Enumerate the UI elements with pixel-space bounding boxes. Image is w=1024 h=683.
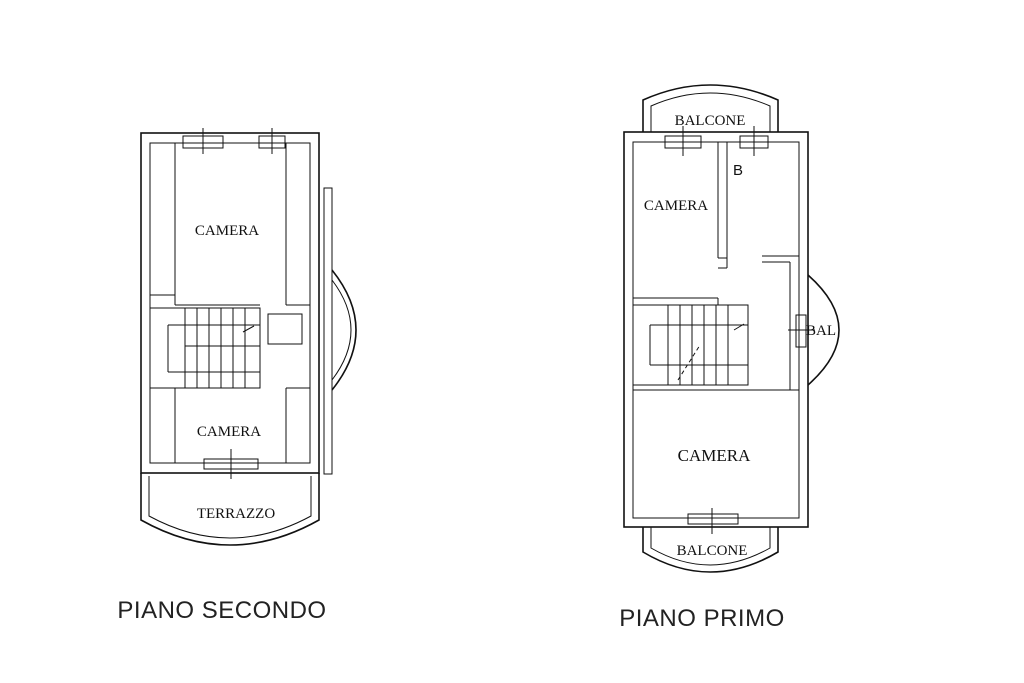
room-balcone-top: BALCONE — [675, 113, 746, 129]
staircase-primo — [632, 297, 749, 386]
side-arc-secondo — [331, 269, 357, 391]
room-terrazzo: TERRAZZO — [197, 506, 275, 522]
room-camera-bottom-secondo: CAMERA — [197, 424, 261, 440]
bal-side-outline — [807, 274, 840, 386]
shaft-secondo — [267, 313, 303, 345]
room-camera-top-secondo: CAMERA — [195, 223, 259, 239]
terrazzo-outline — [140, 473, 320, 546]
room-bagno: B — [733, 162, 743, 179]
room-camera-top-primo: CAMERA — [644, 198, 708, 214]
room-balcone-bottom: BALCONE — [677, 543, 748, 559]
plan-piano-secondo: CAMERA CAMERA TERRAZZO PIANO SECONDO — [117, 128, 357, 624]
plan-piano-primo: BALCONE B CAMERA BAL CAMERA BALCONE PIAN… — [619, 84, 840, 632]
window-bottom-primo — [687, 513, 739, 525]
floor-title-secondo: PIANO SECONDO — [117, 597, 326, 624]
outer-wall-secondo — [140, 132, 320, 474]
window-side-primo — [795, 314, 807, 348]
floor-title-primo: PIANO PRIMO — [619, 605, 785, 632]
staircase-secondo — [149, 307, 261, 389]
balcone-bottom-outline — [642, 527, 779, 573]
room-camera-main-primo: CAMERA — [678, 446, 751, 465]
inner-wall-secondo — [149, 142, 311, 464]
side-wall-strip — [323, 187, 333, 475]
room-bal-side: BAL — [806, 323, 836, 339]
balcone-top-outline — [642, 84, 779, 132]
